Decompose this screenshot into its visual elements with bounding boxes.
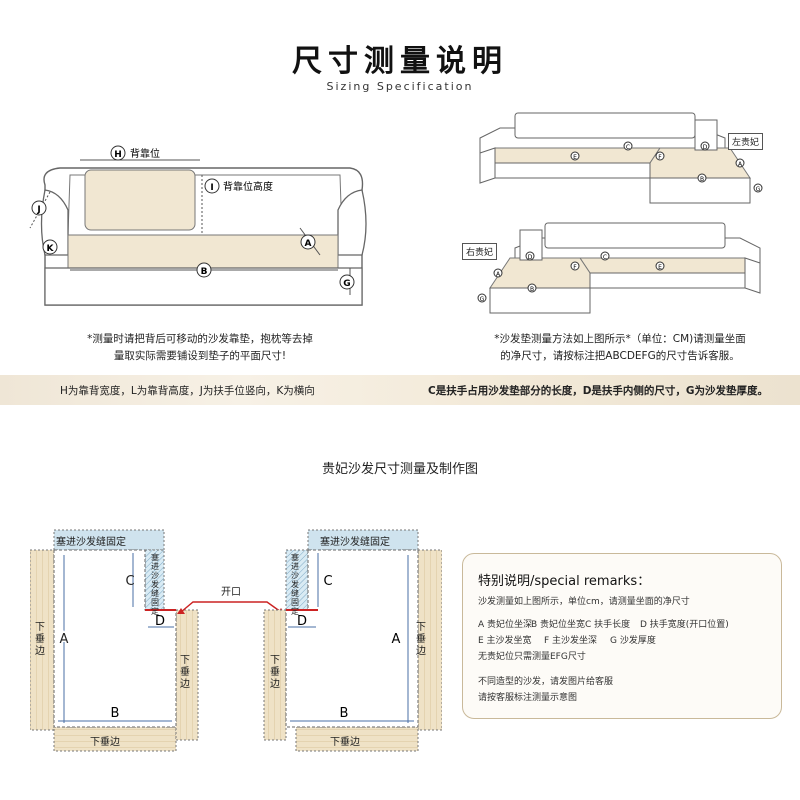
corner-left-label-B: B (700, 176, 704, 183)
label-H-text: 背靠位 (130, 147, 160, 160)
remarks-box (462, 553, 782, 719)
label-I-text: 背靠位高度 (223, 180, 273, 193)
right-label-C: C (323, 574, 332, 589)
right-label-B: B (340, 706, 349, 721)
page-title: 尺寸测量说明 (292, 44, 508, 79)
left-label-B: B (111, 706, 120, 721)
corner-left-label-C: C (626, 144, 630, 151)
label-A: A (305, 239, 312, 249)
main-note-line2: 量取实际需要铺设到垫子的平面尺寸! (113, 350, 287, 362)
corner-sofa-left-illustration: E C F D A B G (479, 112, 763, 204)
band-right-text: C是扶手占用沙发垫部分的长度，D是扶手内侧的尺寸，G为沙发垫厚度。 (428, 385, 769, 397)
remarks-line2d: D 扶手宽度(开口位置) (640, 620, 729, 630)
corner-note-line2: 的净尺寸，请按标注把ABCDEFG的尺寸告诉客服。 (500, 350, 740, 362)
label-B: B (201, 267, 208, 277)
label-H: H (114, 150, 122, 160)
right-left-side-label: 下垂边 (270, 655, 280, 690)
corner-right-label-B: B (530, 286, 534, 293)
tag-left-chaise: 左贵妃 (728, 133, 764, 150)
tag-right-chaise: 右贵妃 (462, 243, 498, 260)
corner-right-label-E: E (658, 264, 662, 271)
corner-right-label-G: G (480, 296, 485, 303)
pillow (84, 169, 196, 231)
left-label-A: A (60, 632, 69, 647)
label-K: K (47, 244, 55, 254)
remarks-line6: 请按客服标注测量示意图 (478, 693, 578, 703)
making-diagram-left: A B C D (30, 529, 199, 752)
label-G: G (343, 279, 350, 289)
making-diagram-right: A B C D (263, 529, 442, 752)
left-label-D: D (155, 614, 165, 629)
left-right-side-label: 下垂边 (180, 655, 190, 690)
left-hatch-label: 塞进沙发缝固定 (151, 553, 159, 616)
remarks-line3b: F 主沙发坐深 (544, 636, 598, 646)
remarks-line5: 不同造型的沙发，请发图片给客服 (478, 677, 614, 687)
section-title: 贵妃沙发尺寸测量及制作图 (321, 462, 478, 477)
band-left-text: H为靠背宽度，L为靠背高度，J为扶手位竖向，K为横向 (60, 385, 315, 397)
corner-left-label-E: E (573, 154, 577, 161)
right-bottom-label: 下垂边 (330, 737, 360, 748)
corner-right-label-C: C (603, 254, 607, 261)
corner-left-label-A: A (738, 161, 743, 168)
right-label-A: A (392, 632, 401, 647)
right-side-label: 下垂边 (416, 622, 426, 657)
left-bottom-label: 下垂边 (90, 737, 120, 748)
remarks-line4: 无贵妃位只需测量EFG尺寸 (478, 652, 586, 662)
main-note-line1: *测量时请把背后可移动的沙发靠垫，抱枕等去掉 (87, 333, 313, 345)
corner-right-label-D: D (528, 254, 533, 261)
remarks-line3c: G 沙发厚度 (610, 636, 656, 646)
opening-label: 开口 (221, 587, 241, 598)
right-tuck-label: 塞进沙发缝固定 (320, 537, 390, 548)
right-label-D: D (297, 614, 307, 629)
corner-right-label-A: A (496, 271, 501, 278)
remarks-line1: 沙发测量如上图所示，单位cm，请测量坐面的净尺寸 (478, 597, 690, 607)
corner-sofa-right-illustration: E C F D A B G (477, 222, 761, 314)
corner-note-line1: *沙发垫测量方法如上图所示*（单位：CM)请测量坐面 (494, 333, 746, 345)
legend-band (0, 375, 800, 405)
right-hatch-label: 塞进沙发缝固定 (291, 553, 299, 616)
remarks-line3a: E 主沙发坐宽 (478, 636, 532, 646)
remarks-line2c: C 扶手长度 (585, 620, 631, 630)
corner-left-label-D: D (703, 144, 708, 151)
main-sofa-illustration: H 背靠位 I 背靠位高度 J K A B G (29, 145, 367, 306)
corner-left-label-F: F (658, 154, 662, 161)
corner-left-label-G: G (756, 186, 761, 193)
page-subtitle: Sizing Specification (326, 80, 474, 93)
left-tuck-label: 塞进沙发缝固定 (56, 537, 126, 548)
remarks-title: 特别说明/special remarks： (478, 574, 651, 589)
label-I: I (210, 183, 213, 193)
label-J: J (36, 205, 40, 215)
corner-right-label-F: F (573, 264, 577, 271)
remarks-line2b: B 贵妃位坐宽 (531, 620, 586, 630)
left-side-label: 下垂边 (35, 622, 45, 657)
left-label-C: C (125, 574, 134, 589)
remarks-line2a: A 贵妃位坐深 (478, 620, 533, 630)
